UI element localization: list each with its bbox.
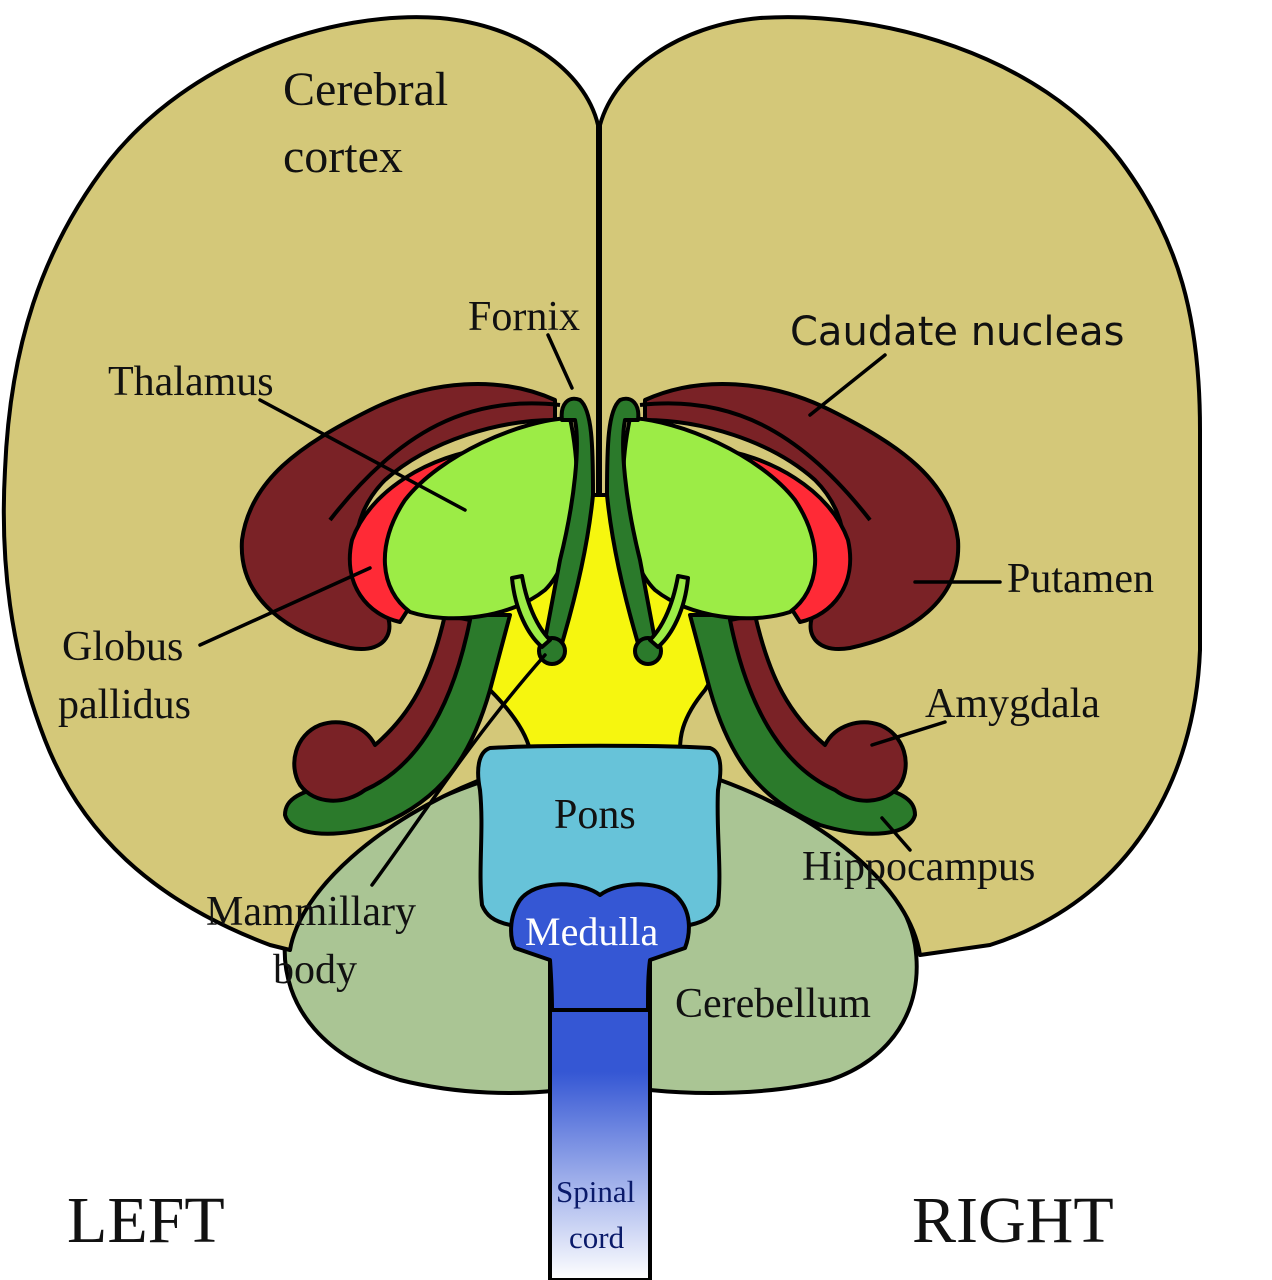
left-fornix-arc bbox=[328, 401, 561, 522]
leader-globus bbox=[198, 566, 372, 647]
label-amygdala: Amygdala bbox=[925, 681, 1100, 727]
leader-thalamus bbox=[258, 398, 467, 512]
label-cerebral-cortex-line2: cortex bbox=[283, 130, 403, 183]
right-fornix-arc bbox=[639, 401, 872, 522]
label-putamen: Putamen bbox=[1007, 556, 1154, 602]
label-right: RIGHT bbox=[912, 1184, 1114, 1257]
label-spinal-cord-line2: cord bbox=[569, 1220, 625, 1255]
leader-mammillary bbox=[370, 653, 547, 887]
medulla-shape bbox=[509, 882, 691, 1012]
label-caudate-nucleus: Caudate nucleas bbox=[790, 309, 1124, 355]
label-cerebellum: Cerebellum bbox=[675, 981, 871, 1027]
label-pons: Pons bbox=[554, 792, 636, 838]
label-hippocampus: Hippocampus bbox=[802, 844, 1035, 890]
label-left: LEFT bbox=[67, 1184, 225, 1257]
right-fornix bbox=[605, 396, 657, 652]
label-globus-pallidus-line2: pallidus bbox=[58, 682, 191, 728]
left-mammillothalamic bbox=[510, 574, 552, 649]
label-globus-pallidus-line1: Globus bbox=[62, 624, 183, 670]
spinal-cord-shape bbox=[548, 958, 652, 1280]
right-mammillothalamic bbox=[648, 574, 690, 649]
left-fornix bbox=[543, 396, 595, 652]
label-mammillary-line1: Mammillary bbox=[206, 889, 416, 935]
label-mammillary-line2: body bbox=[273, 947, 357, 993]
leader-caudate bbox=[808, 353, 887, 417]
leader-amygdala bbox=[870, 720, 947, 747]
label-thalamus: Thalamus bbox=[108, 359, 274, 405]
label-medulla: Medulla bbox=[525, 909, 659, 954]
leader-hippocampus bbox=[880, 816, 912, 852]
left-amygdala bbox=[292, 613, 472, 803]
right-caudate-putamen bbox=[643, 382, 961, 652]
pons-shape bbox=[476, 743, 723, 932]
left-caudate-putamen bbox=[239, 382, 557, 652]
label-fornix: Fornix bbox=[468, 294, 580, 340]
label-cerebral-cortex-line1: Cerebral bbox=[283, 63, 448, 116]
label-spinal-cord-line1: Spinal bbox=[556, 1174, 635, 1209]
right-amygdala bbox=[728, 613, 908, 803]
leader-fornix bbox=[546, 333, 574, 390]
